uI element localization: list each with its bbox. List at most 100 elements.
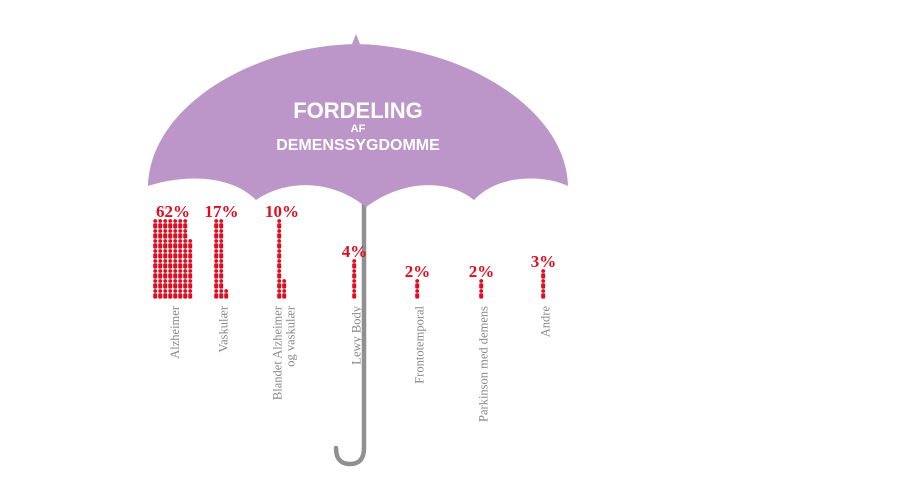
- person-icon: [277, 229, 282, 239]
- bar-4: [352, 259, 357, 299]
- person-icon: [178, 269, 183, 279]
- person-icon: [214, 239, 219, 249]
- person-icon: [219, 259, 224, 269]
- person-icon: [219, 229, 224, 239]
- person-icon: [541, 289, 546, 299]
- person-icon: [163, 289, 168, 299]
- category-label: Vaskulær: [217, 305, 231, 352]
- value-label: 2%: [469, 262, 495, 281]
- bar-6: [479, 279, 484, 299]
- person-icon: [178, 289, 183, 299]
- person-icon: [158, 239, 163, 249]
- person-icon: [163, 279, 168, 289]
- person-icon: [282, 289, 287, 299]
- person-icon: [183, 279, 188, 289]
- person-icon: [188, 279, 193, 289]
- person-icon: [163, 249, 168, 259]
- title-line-1: FORDELING: [293, 98, 423, 123]
- bar-2: [214, 219, 229, 299]
- person-icon: [153, 269, 158, 279]
- person-icon: [282, 279, 287, 289]
- person-icon: [158, 249, 163, 259]
- bar-7: [541, 269, 546, 299]
- category-label: Andre: [539, 306, 553, 338]
- person-icon: [153, 229, 158, 239]
- person-icon: [214, 279, 219, 289]
- category-label: Alzheimer: [168, 305, 182, 359]
- category-labels: Alzheimer Vaskulær Blandet Alzheimerog vas…: [168, 305, 553, 422]
- person-icon: [153, 289, 158, 299]
- person-icon: [173, 219, 178, 229]
- value-label: 2%: [405, 262, 431, 281]
- person-icon: [188, 249, 193, 259]
- pictogram-bars: [153, 219, 546, 299]
- person-icon: [183, 289, 188, 299]
- person-icon: [183, 269, 188, 279]
- person-icon: [168, 229, 173, 239]
- person-icon: [219, 269, 224, 279]
- person-icon: [214, 229, 219, 239]
- person-icon: [277, 289, 282, 299]
- person-icon: [168, 269, 173, 279]
- person-icon: [173, 269, 178, 279]
- person-icon: [163, 239, 168, 249]
- person-icon: [178, 279, 183, 289]
- person-icon: [214, 269, 219, 279]
- category-label-line: Vaskulær: [217, 305, 231, 352]
- category-label-line: og vaskulær: [284, 305, 298, 367]
- person-icon: [158, 229, 163, 239]
- person-icon: [173, 229, 178, 239]
- person-icon: [163, 229, 168, 239]
- category-label: Blandet Alzheimerog vaskulær: [271, 305, 298, 400]
- person-icon: [183, 239, 188, 249]
- person-icon: [214, 289, 219, 299]
- person-icon: [158, 279, 163, 289]
- category-label: Parkinson med demens: [477, 306, 491, 422]
- person-icon: [479, 279, 484, 289]
- value-label: 17%: [205, 202, 239, 221]
- person-icon: [178, 249, 183, 259]
- umbrella-tip: [352, 34, 360, 44]
- person-icon: [168, 289, 173, 299]
- person-icon: [188, 259, 193, 269]
- person-icon: [479, 289, 484, 299]
- category-label: Lewy Body: [350, 305, 364, 364]
- person-icon: [153, 219, 158, 229]
- person-icon: [183, 229, 188, 239]
- category-label-line: Lewy Body: [350, 305, 364, 364]
- person-icon: [183, 219, 188, 229]
- bar-1: [153, 219, 193, 299]
- person-icon: [153, 259, 158, 269]
- person-icon: [178, 219, 183, 229]
- person-icon: [219, 279, 224, 289]
- person-icon: [277, 249, 282, 259]
- value-labels: 62%17%10%4%2%2%3%: [156, 202, 556, 281]
- person-icon: [541, 279, 546, 289]
- value-label: 4%: [342, 242, 368, 261]
- person-icon: [352, 289, 357, 299]
- person-icon: [173, 259, 178, 269]
- person-icon: [214, 249, 219, 259]
- person-icon: [173, 289, 178, 299]
- umbrella-illustration: FORDELING AF DEMENSSYGDOMME: [148, 34, 568, 467]
- person-icon: [168, 249, 173, 259]
- person-icon: [214, 259, 219, 269]
- person-icon: [168, 259, 173, 269]
- value-label: 10%: [265, 202, 299, 221]
- person-icon: [173, 279, 178, 289]
- person-icon: [352, 279, 357, 289]
- person-icon: [168, 239, 173, 249]
- person-icon: [183, 259, 188, 269]
- person-icon: [219, 239, 224, 249]
- person-icon: [352, 269, 357, 279]
- category-label: Frontotemporal: [413, 305, 427, 383]
- person-icon: [158, 289, 163, 299]
- person-icon: [178, 259, 183, 269]
- category-label-line: Alzheimer: [168, 305, 182, 359]
- value-label: 62%: [156, 202, 190, 221]
- person-icon: [277, 239, 282, 249]
- category-label-line: Frontotemporal: [413, 305, 427, 383]
- umbrella-handle: [333, 197, 367, 467]
- person-icon: [173, 249, 178, 259]
